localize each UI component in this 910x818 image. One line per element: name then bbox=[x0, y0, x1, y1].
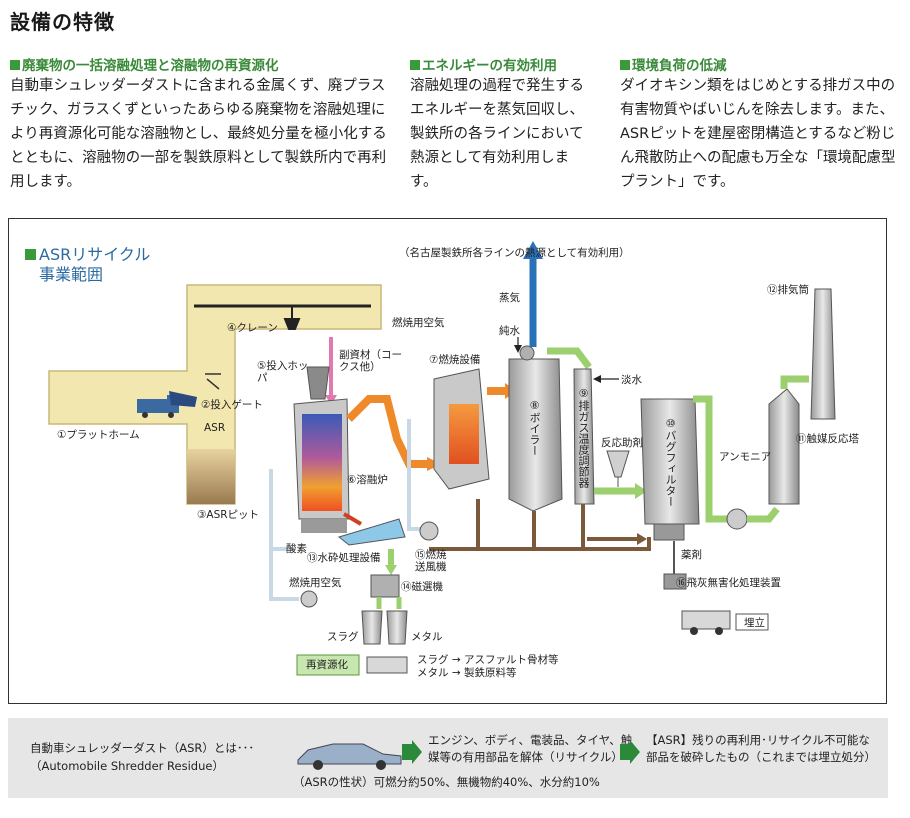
section-heading-energy: エネルギーの有効利用 bbox=[410, 54, 557, 74]
exhaust-stack bbox=[810, 288, 836, 420]
step2-line2: 部品を破砕したもの（これまでは埋立処分） bbox=[646, 750, 876, 764]
asr-footer: 自動車シュレッダーダスト（ASR）とは･･･ （Automobile Shred… bbox=[8, 718, 888, 798]
green-square-icon bbox=[620, 60, 630, 70]
boiler bbox=[508, 358, 563, 512]
hot-gas-duct bbox=[346, 395, 429, 468]
label-bagfilter: ⑩バグフィルター bbox=[664, 417, 677, 507]
asr-english: （Automobile Shredder Residue） bbox=[30, 759, 224, 773]
process-diagram: ASRリサイクル事業範囲 （名古屋製鉄所各ラインの熱源として有効利用） ①プラッ… bbox=[8, 218, 887, 704]
label-combustion-air: 燃焼用空気 bbox=[392, 317, 445, 329]
section-heading-text: 廃棄物の一括溶融処理と溶融物の再資源化 bbox=[22, 58, 279, 74]
water-granulation-unit bbox=[337, 518, 406, 546]
label-gate: ②投入ゲート bbox=[201, 399, 263, 411]
section-heading-melting: 廃棄物の一括溶融処理と溶融物の再資源化 bbox=[10, 54, 279, 74]
label-asr: ASR bbox=[204, 422, 226, 434]
label-chemical: 薬剤 bbox=[681, 549, 702, 561]
green-square-icon bbox=[10, 60, 20, 70]
scope-title: ASRリサイクル事業範囲 bbox=[25, 245, 150, 285]
recycle-truck bbox=[366, 656, 408, 674]
car-icon bbox=[297, 743, 402, 770]
label-landfill: 埋立 bbox=[744, 617, 765, 629]
landfill-truck bbox=[681, 610, 731, 630]
green-arrow-icon bbox=[402, 740, 422, 764]
label-ammonia: アンモニア bbox=[719, 451, 772, 463]
magnetic-separator bbox=[370, 574, 400, 598]
asr-definition: 自動車シュレッダーダスト（ASR）とは･･･ bbox=[30, 741, 255, 755]
combustion-blower bbox=[419, 521, 439, 541]
label-fresh-water: 淡水 bbox=[621, 374, 642, 386]
label-metal: メタル bbox=[411, 631, 443, 643]
input-hopper bbox=[306, 366, 330, 400]
label-crane: ④クレーン bbox=[227, 322, 278, 334]
label-magnetic: ⑭磁選機 bbox=[401, 581, 443, 593]
label-slag: スラグ bbox=[327, 631, 359, 643]
section-heading-text: エネルギーの有効利用 bbox=[422, 58, 557, 74]
metal-silo bbox=[386, 610, 408, 645]
page-title: 設備の特徴 bbox=[10, 10, 115, 34]
return-line bbox=[429, 537, 651, 551]
label-furnace: ⑥溶融炉 bbox=[347, 474, 388, 486]
section-body-melting: 自動車シュレッダーダストに含まれる金属くず、廃プラスチック、ガラスくずといったあ… bbox=[10, 78, 387, 190]
label-stack: ⑫排気筒 bbox=[767, 284, 809, 296]
label-pure-water: 純水 bbox=[499, 325, 520, 337]
label-water-granulation: ⑬水砕処理設備 bbox=[307, 552, 381, 564]
label-submaterial: 副資材（コークス他） bbox=[339, 349, 402, 373]
truck-body bbox=[137, 399, 167, 413]
label-recycle: 再資源化 bbox=[306, 659, 348, 671]
label-gas-temp: ⑨排ガス温度調節器 bbox=[577, 387, 590, 488]
boiler-to-gastemp bbox=[547, 347, 592, 370]
exhaust-fan bbox=[726, 508, 748, 530]
label-oxygen: 酸素 bbox=[286, 543, 307, 555]
label-catalyst: ⑪触媒反応塔 bbox=[796, 433, 859, 445]
label-combustion-air-2: 燃焼用空気 bbox=[289, 577, 342, 589]
slag-flow bbox=[342, 512, 363, 526]
label-slag-use: スラグ → アスファルト骨材等 bbox=[417, 654, 559, 666]
label-platform: ①プラットホーム bbox=[57, 429, 140, 441]
air-piping bbox=[269, 469, 299, 601]
label-metal-use: メタル → 製鉄原料等 bbox=[417, 667, 517, 679]
asr-pit bbox=[187, 449, 235, 504]
label-reaction-aid: 反応助剤 bbox=[601, 437, 643, 449]
green-arrow-icon bbox=[620, 740, 640, 764]
reaction-aid-hopper bbox=[606, 450, 630, 478]
section-heading-environment: 環境負荷の低減 bbox=[620, 54, 727, 74]
catalyst-tower bbox=[768, 388, 800, 505]
section-heading-text: 環境負荷の低減 bbox=[632, 58, 727, 74]
green-square-icon bbox=[410, 60, 420, 70]
step1-line2: 媒等の有用部品を解体（リサイクル） bbox=[428, 750, 623, 764]
step1-line1: エンジン、ボディ、電装品、タイヤ、触 bbox=[428, 733, 633, 747]
recycle-box bbox=[296, 654, 360, 676]
label-steam: 蒸気 bbox=[499, 292, 520, 304]
label-hopper: ⑤投入ホッパ bbox=[257, 360, 309, 384]
gate-icon bbox=[205, 373, 221, 390]
asr-properties: （ASRの性状）可燃分約50%、無機物約40%、水分約10% bbox=[293, 775, 600, 789]
label-blower: ⑮燃焼送風機 bbox=[415, 549, 447, 573]
process-diagram-graphic bbox=[48, 241, 836, 676]
label-pit: ③ASRピット bbox=[197, 509, 260, 521]
building-outline bbox=[48, 284, 382, 505]
section-body-environment: ダイオキシン類をはじめとする排ガス中の有害物質やばいじんを除去します。また、AS… bbox=[620, 78, 896, 190]
bag-filter bbox=[640, 398, 700, 525]
slag-silo bbox=[361, 610, 383, 645]
top-note: （名古屋製鉄所各ラインの熱源として有効利用） bbox=[399, 247, 630, 259]
label-combustion: ⑦燃焼設備 bbox=[429, 354, 481, 366]
step2-line1: 【ASR】残りの再利用･リサイクル不可能な bbox=[646, 733, 870, 747]
section-body-energy: 溶融処理の過程で発生するエネルギーを蒸気回収し、製鉄所の各ラインにおいて熱源とし… bbox=[410, 78, 584, 190]
label-flyash: ⑯飛灰無害化処理装置 bbox=[676, 577, 781, 589]
label-boiler: ⑧ボイラー bbox=[528, 399, 541, 456]
gas-temp-regulator bbox=[573, 368, 595, 505]
green-square-icon bbox=[25, 249, 36, 260]
bagfilter-to-catalyst bbox=[693, 395, 729, 523]
crane-trolley bbox=[283, 306, 301, 330]
